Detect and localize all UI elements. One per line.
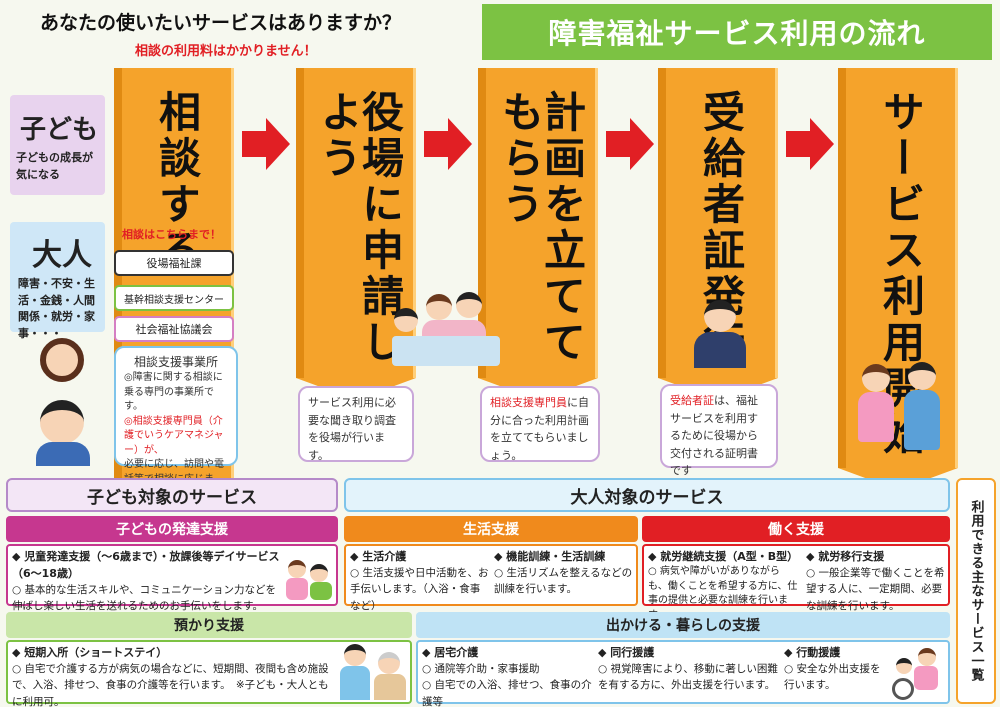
certificate-note: 受給者証は、福祉サービスを利用するために役場から交付される証明書です xyxy=(660,384,778,477)
services-side-label: 利用できる主なサービス一覧 xyxy=(956,478,996,704)
life-item-training: ◆ 機能訓練・生活訓練 ○ 生活リズムを整えるなどの訓練を行います。 xyxy=(494,548,634,598)
outing-item-accompany: ◆ 同行援護 ○ 視覚障害により、移動に著しい困難を有する方に、外出支援を行いま… xyxy=(598,644,778,694)
consult-box-red: ◎相談支援専門員（介護でいうケアマネジャー）が、 xyxy=(124,415,224,456)
outing-item-behavior-title: ◆ 行動援護 xyxy=(784,646,841,659)
arrow-right-icon xyxy=(242,118,290,170)
apply-note: サービス利用に必要な聞き取り調査を役場が行います。 xyxy=(298,386,414,462)
life-item-care: ◆ 生活介護 ○ 生活支援や日中活動を、お手伝いします。（入浴・食事など） xyxy=(350,548,490,614)
page-title: 障害福祉サービス利用の流れ xyxy=(482,4,992,60)
outing-item-accompany-title: ◆ 同行援護 xyxy=(598,646,655,659)
staff-illustration xyxy=(690,300,750,370)
plan-note: 相談支援専門員に自分に合った利用計画を立ててもらいましょう。 xyxy=(480,386,600,462)
child-dev-item-desc: ○ 基本的な生活スキルや、コミュニケーション力などを伸ばし楽しい生活を送れるため… xyxy=(12,584,276,613)
adult-user-title: 大人 xyxy=(32,238,92,273)
plan-note-text: に自分に合った利用計画を立ててもらいましょう。 xyxy=(490,396,589,462)
office-core-consult-center: 基幹相談支援センター xyxy=(114,285,234,311)
care-item-shortstay-desc: ○ 自宅で介護する方が病気の場合などに、短期間、夜間も含め施設で、入浴、排せつ、… xyxy=(12,663,329,707)
work-item-transition-desc: ○ 一般企業等で働くことを希望する人に、一定期間、必要な訓練を行います。 xyxy=(806,567,945,612)
plan-note-red: 相談支援専門員 xyxy=(490,396,567,409)
outing-support-box xyxy=(416,640,950,704)
child-user-box: 子ども 子どもの成長が気になる xyxy=(10,95,105,195)
work-item-transition: ◆ 就労移行支援 ○ 一般企業等で働くことを希望する人に、一定期間、必要な訓練を… xyxy=(806,548,946,614)
worried-woman-illustration xyxy=(40,338,84,382)
outing-item-behavior: ◆ 行動援護 ○ 安全な外出支援を行います。 xyxy=(784,644,888,694)
office-social-welfare-council: 社会福祉協議会 xyxy=(114,316,234,342)
outing-item-behavior-desc: ○ 安全な外出支援を行います。 xyxy=(784,663,881,692)
life-support-box xyxy=(344,544,638,606)
certificate-note-text: は、福祉サービスを利用するために役場から交付される証明書です xyxy=(670,394,758,478)
work-item-transition-title: ◆ 就労移行支援 xyxy=(806,550,885,563)
wheelchair-illustration xyxy=(892,648,946,702)
arrow-right-icon xyxy=(786,118,834,170)
adult-user-box: 大人 障害・不安・生活・金銭・人間関係・就労・家事・・・ xyxy=(10,222,105,340)
life-item-care-desc: ○ 生活支援や日中活動を、お手伝いします。（入浴・食事など） xyxy=(350,567,489,612)
consult-box-text1: ◎障害に関する相談に乗る専門の事業所です。 xyxy=(124,372,223,413)
life-item-training-title: ◆ 機能訓練・生活訓練 xyxy=(494,550,606,563)
arrow-right-icon xyxy=(424,118,472,170)
free-note: 相談の利用料はかかりません！ xyxy=(135,44,317,59)
consult-box-title: 相談支援事業所 xyxy=(133,355,218,369)
consult-here-label: 相談はこちらまで！ xyxy=(122,228,221,241)
outing-item-accompany-desc: ○ 視覚障害により、移動に著しい困難を有する方に、外出支援を行います。 xyxy=(598,663,778,692)
certificate-note-red: 受給者証 xyxy=(670,394,714,407)
worried-man-illustration xyxy=(40,400,84,444)
work-support-header: 働く支援 xyxy=(642,516,950,542)
services-side-label-text: 利用できる主なサービス一覧 xyxy=(968,500,984,682)
work-support-box xyxy=(642,544,950,606)
child-user-desc: 子どもの成長が気になる xyxy=(16,151,93,181)
outing-item-home-care-title: ◆ 居宅介護 xyxy=(422,646,479,659)
life-item-care-title: ◆ 生活介護 xyxy=(350,550,407,563)
celebrating-people-illustration xyxy=(852,360,948,470)
outing-item-home-care: ◆ 居宅介護 ○ 通院等介助・家事援助 ○ 自宅での入浴、排せつ、食事の介護等 xyxy=(422,644,592,707)
step-plan: 計画を立ててもらう xyxy=(478,68,598,378)
child-dev-item: ◆ 児童発達支援（～6歳まで）・放課後等デイサービス（6～18歳） ○ 基本的な… xyxy=(12,548,282,615)
life-support-header: 生活支援 xyxy=(344,516,638,542)
consult-support-box: 相談支援事業所 ◎障害に関する相談に乗る専門の事業所です。 ◎相談支援専門員（介… xyxy=(114,346,238,499)
step-plan-label: 計画を立ててもらう xyxy=(495,90,587,366)
counseling-illustration xyxy=(392,290,500,370)
child-dev-header: 子どもの発達支援 xyxy=(6,516,338,542)
caregiver-illustration xyxy=(340,644,408,702)
care-item-shortstay: ◆ 短期入所（ショートステイ） ○ 自宅で介護する方が病気の場合などに、短期間、… xyxy=(12,644,334,707)
child-user-title: 子ども xyxy=(20,115,99,145)
work-item-continue-title: ◆ 就労継続支援（A型・B型） xyxy=(648,550,799,563)
children-illustration xyxy=(286,560,334,602)
page-question: あなたの使いたいサービスはありますか？ xyxy=(40,12,402,34)
adult-services-title: 大人対象のサービス xyxy=(344,478,950,512)
child-services-title: 子ども対象のサービス xyxy=(6,478,338,512)
step-consult-label: 相談する xyxy=(152,90,202,274)
care-support-header: 預かり支援 xyxy=(6,612,412,638)
child-dev-item-title: ◆ 児童発達支援（～6歳まで）・放課後等デイサービス（6～18歳） xyxy=(12,550,280,581)
life-item-training-desc: ○ 生活リズムを整えるなどの訓練を行います。 xyxy=(494,567,633,596)
adult-user-desc: 障害・不安・生活・金銭・人間関係・就労・家事・・・ xyxy=(18,277,95,340)
outing-item-home-care-desc: ○ 通院等介助・家事援助 ○ 自宅での入浴、排せつ、食事の介護等 xyxy=(422,663,592,707)
care-item-shortstay-title: ◆ 短期入所（ショートステイ） xyxy=(12,646,168,659)
worried-man-body xyxy=(36,442,90,466)
outing-support-header: 出かける・暮らしの支援 xyxy=(416,612,950,638)
arrow-right-icon xyxy=(606,118,654,170)
office-town-welfare: 役場福祉課 xyxy=(114,250,234,276)
child-dev-box xyxy=(6,544,338,606)
step-apply-label: 役場に申請しよう xyxy=(313,90,405,366)
